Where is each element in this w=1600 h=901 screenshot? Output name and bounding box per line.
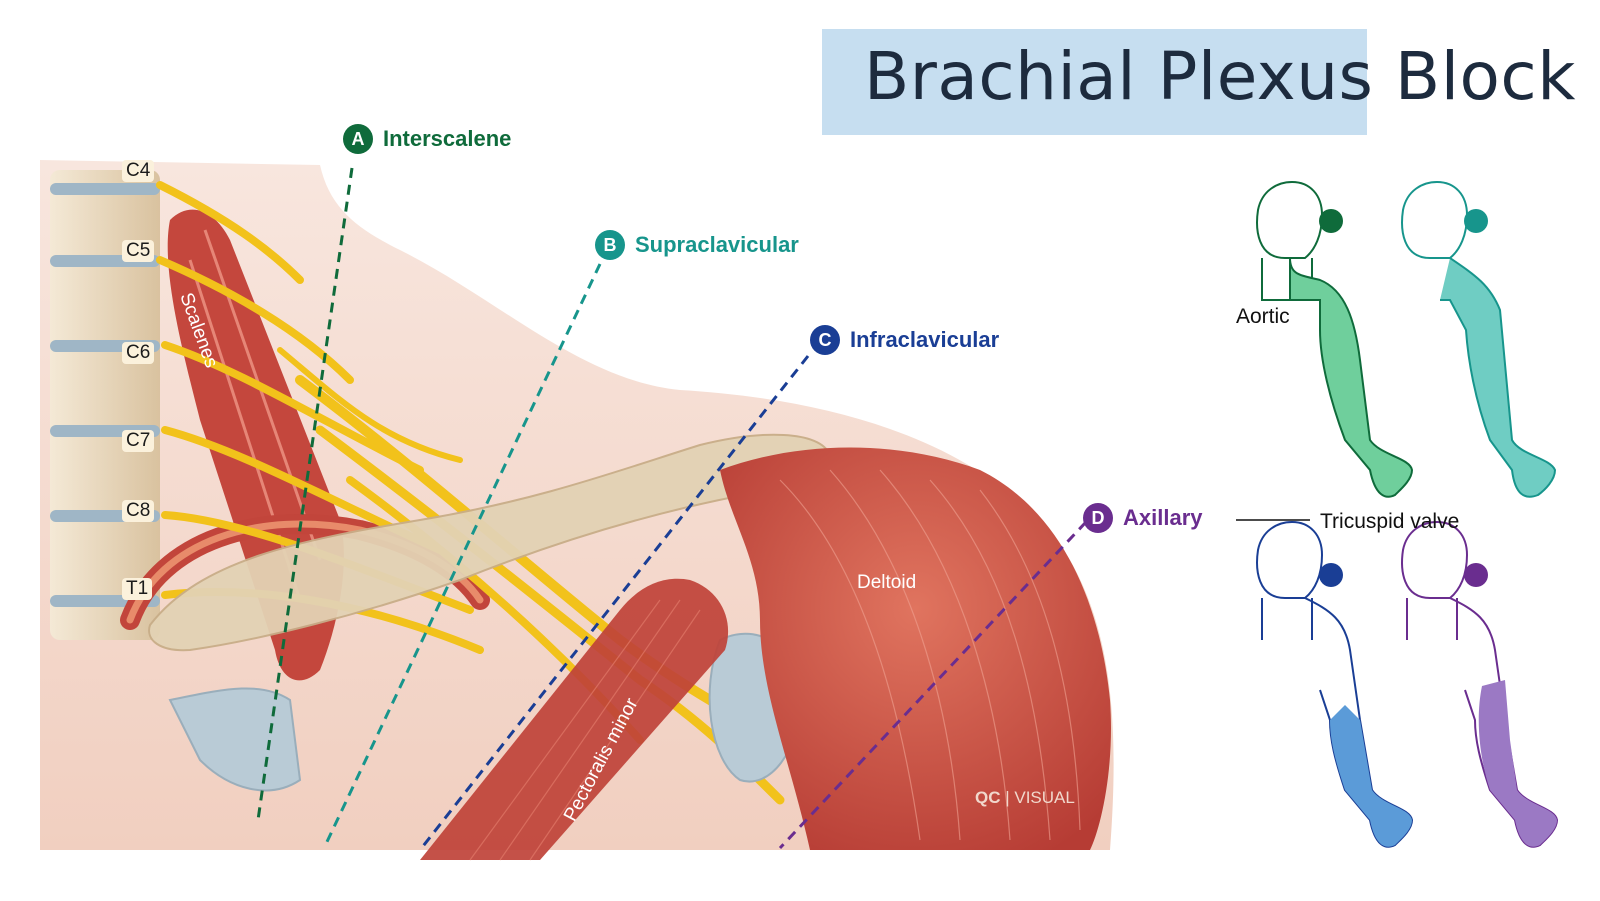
aortic-label: Aortic: [1236, 305, 1290, 328]
needle-line-c: [418, 355, 810, 851]
deltoid-label: Deltoid: [857, 572, 917, 593]
label-axillary-text: Axillary: [1123, 505, 1203, 530]
badge-b: B: [595, 230, 625, 260]
title-part1: Brachial Plexus: [864, 38, 1374, 115]
vertebra-label-c5: C5: [122, 240, 155, 262]
label-interscalene-text: Interscalene: [383, 126, 512, 151]
label-infraclavicular-text: Infraclavicular: [850, 327, 1000, 352]
dermatome-figure-d: [1401, 520, 1559, 848]
label-supraclavicular: B Supraclavicular: [595, 230, 799, 260]
watermark-brand: QC: [975, 788, 1001, 807]
vertebra-label-t1: T1: [122, 578, 153, 600]
label-axillary: D Axillary: [1083, 503, 1203, 533]
needle-line-d: [778, 520, 1088, 850]
spine: [50, 170, 160, 640]
watermark-suffix: VISUAL: [1014, 788, 1075, 807]
title-highlight: [822, 29, 1367, 135]
needle-line-a: [256, 167, 354, 821]
tricuspid-label: Tricuspid valve: [1320, 510, 1460, 533]
deltoid-muscle: [720, 447, 1111, 850]
vertebra-label-c7: C7: [122, 430, 155, 452]
needle-line-b: [323, 263, 602, 847]
label-infraclavicular: C Infraclavicular: [810, 325, 999, 355]
qc-visual-watermark: QC | VISUAL: [975, 788, 1075, 807]
badge-a: A: [343, 124, 373, 154]
vertebra-label-c4: C4: [122, 160, 155, 182]
badge-d: D: [1083, 503, 1113, 533]
dermatome-figure-b: [1401, 180, 1557, 498]
badge-c: C: [810, 325, 840, 355]
title-part2: Block: [1394, 38, 1576, 115]
page-title: Brachial Plexus Block: [864, 38, 1576, 115]
vertebra-label-c8: C8: [122, 500, 155, 522]
label-supraclavicular-text: Supraclavicular: [635, 232, 799, 257]
vertebra-label-c6: C6: [122, 342, 155, 364]
dermatome-figure-c: [1256, 520, 1414, 848]
dermatome-figure-a: [1256, 180, 1414, 498]
label-interscalene: A Interscalene: [343, 124, 511, 154]
